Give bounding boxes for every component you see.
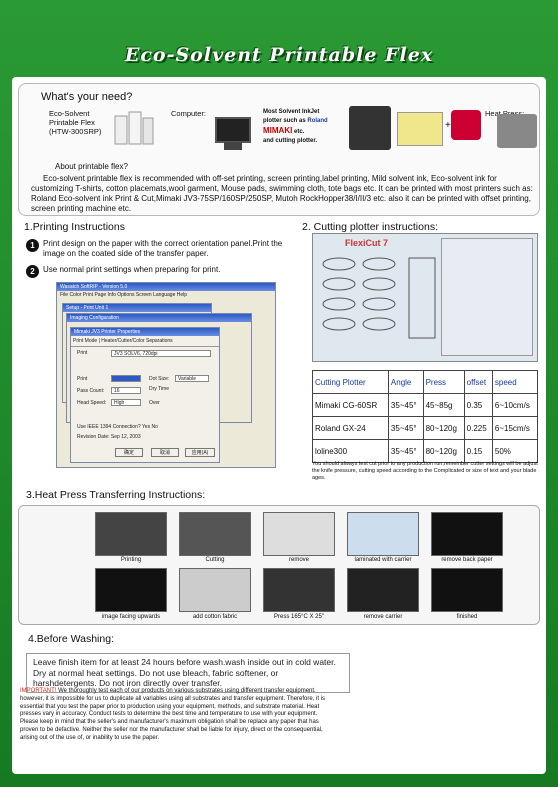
- step-photo: [263, 512, 335, 556]
- heat-press-image: [497, 114, 537, 148]
- plus-sign: +: [445, 120, 451, 131]
- heatpress-heading: 3.Heat Press Transferring Instructions:: [26, 489, 206, 501]
- computer-stand: [224, 142, 242, 150]
- cancel-button[interactable]: 取消: [151, 448, 179, 457]
- computer-image: [215, 117, 251, 143]
- mimaki-logo: MIMAKI: [263, 126, 293, 135]
- step-photo: [263, 568, 335, 612]
- cut-preview: [322, 257, 436, 339]
- important-notice: IMPORTANT! We thoroughly test each of ou…: [20, 688, 326, 741]
- cutting-note: You should always test cut prior to any …: [312, 461, 538, 481]
- computer-label: Computer:: [171, 109, 207, 118]
- print-mode-select[interactable]: JV3 SOLV6, 720dpi: [111, 350, 211, 357]
- plotter-image: [349, 106, 391, 150]
- step-photo: [431, 512, 503, 556]
- washing-heading: 4.Before Washing:: [28, 633, 114, 645]
- need-box: What's your need? Eco-Solvent Printable …: [18, 83, 540, 216]
- flex-roll-image: [114, 111, 154, 145]
- print-select[interactable]: [111, 375, 141, 382]
- cutting-heading: 2. Cutting plotter instructions:: [302, 221, 438, 233]
- step-photo: [347, 568, 419, 612]
- cutter-settings-panel: [441, 238, 533, 356]
- stickers-image: [397, 112, 443, 146]
- pass-count-select[interactable]: 16: [111, 387, 141, 394]
- plotter-info: Most Solvent InkJet plotter such as Rola…: [263, 109, 328, 144]
- content-sheet: What's your need? Eco-Solvent Printable …: [12, 77, 546, 774]
- printer-properties-dialog: Mimaki JV3 Printer Properties Print Mode…: [70, 327, 220, 463]
- step-photo: [95, 512, 167, 556]
- step-photo: [431, 568, 503, 612]
- head-speed-select[interactable]: High: [111, 399, 141, 406]
- product-name: Eco-Solvent Printable Flex (HTW-300SRP): [49, 109, 102, 136]
- step-photo: [95, 568, 167, 612]
- washing-text: Leave finish item for at least 24 hours …: [26, 653, 350, 693]
- step-photo: [179, 568, 251, 612]
- page-title: Eco-Solvent Printable Flex: [124, 44, 434, 66]
- printing-heading: 1.Printing Instructions: [24, 221, 125, 233]
- heatpress-steps: Printing Cutting remove laminated with c…: [18, 505, 540, 625]
- heat-press-label: Heat Press:: [485, 109, 524, 118]
- about-heading: About printable flex?: [55, 162, 128, 171]
- apply-button[interactable]: 应用(A): [185, 448, 215, 457]
- flexicut-screenshot: FlexiCut 7: [312, 233, 538, 362]
- step-photo: [347, 512, 419, 556]
- dot-size-select[interactable]: Variable: [175, 375, 209, 382]
- tshirt-image: [451, 110, 481, 140]
- step-photo: [179, 512, 251, 556]
- about-text: Eco-solvent printable flex is recommende…: [31, 174, 533, 213]
- ok-button[interactable]: 确定: [115, 448, 143, 457]
- need-heading: What's your need?: [41, 91, 133, 103]
